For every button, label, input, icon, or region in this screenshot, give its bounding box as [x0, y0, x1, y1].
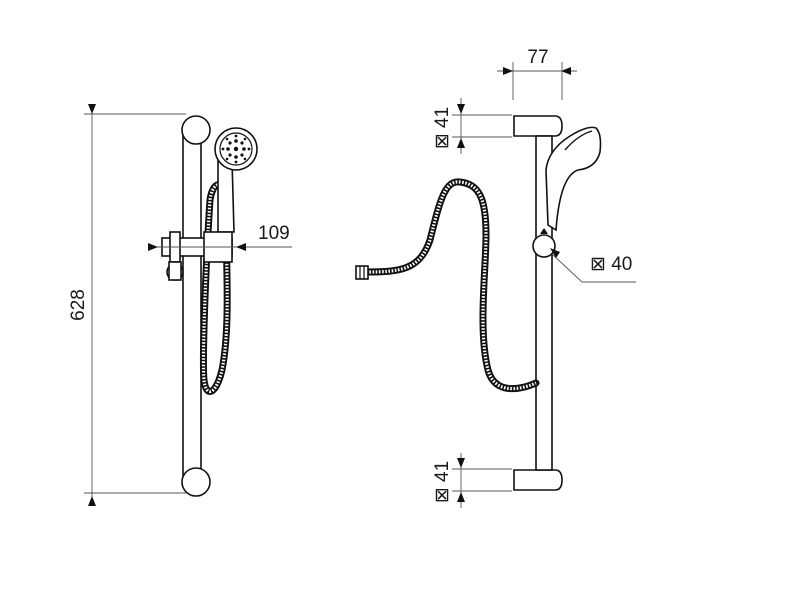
rail-dimension-leader	[551, 253, 583, 283]
height-dimension-label: 628	[68, 289, 89, 321]
side-hand-shower	[545, 126, 602, 232]
top-wall-bracket	[181, 115, 211, 145]
front-hose	[199, 181, 231, 395]
top-bracket-dimension-label: ⊠ 41	[432, 107, 453, 149]
bottom-wall-bracket	[181, 467, 211, 497]
front-view: 628 109	[68, 104, 292, 506]
shower-nozzles	[221, 134, 251, 164]
side-view: 77 ⊠ 41 ⊠ 41 ⊠ 40	[355, 47, 636, 508]
bottom-side-bracket	[513, 469, 563, 491]
slide-bar	[182, 127, 202, 479]
top-side-bracket	[513, 115, 563, 137]
side-hose	[362, 178, 540, 393]
offset-dimension-label: 77	[527, 47, 548, 68]
height-arrow-bottom	[88, 496, 96, 506]
hand-shower-handle	[217, 159, 235, 233]
height-arrow-top	[88, 104, 96, 114]
hose-connector	[355, 265, 369, 280]
holder-dimension-label: 109	[258, 223, 290, 244]
rail-dimension-label: ⊠ 40	[590, 254, 632, 275]
slider-knob	[532, 234, 556, 258]
bottom-bracket-dimension-label: ⊠ 41	[432, 461, 453, 503]
